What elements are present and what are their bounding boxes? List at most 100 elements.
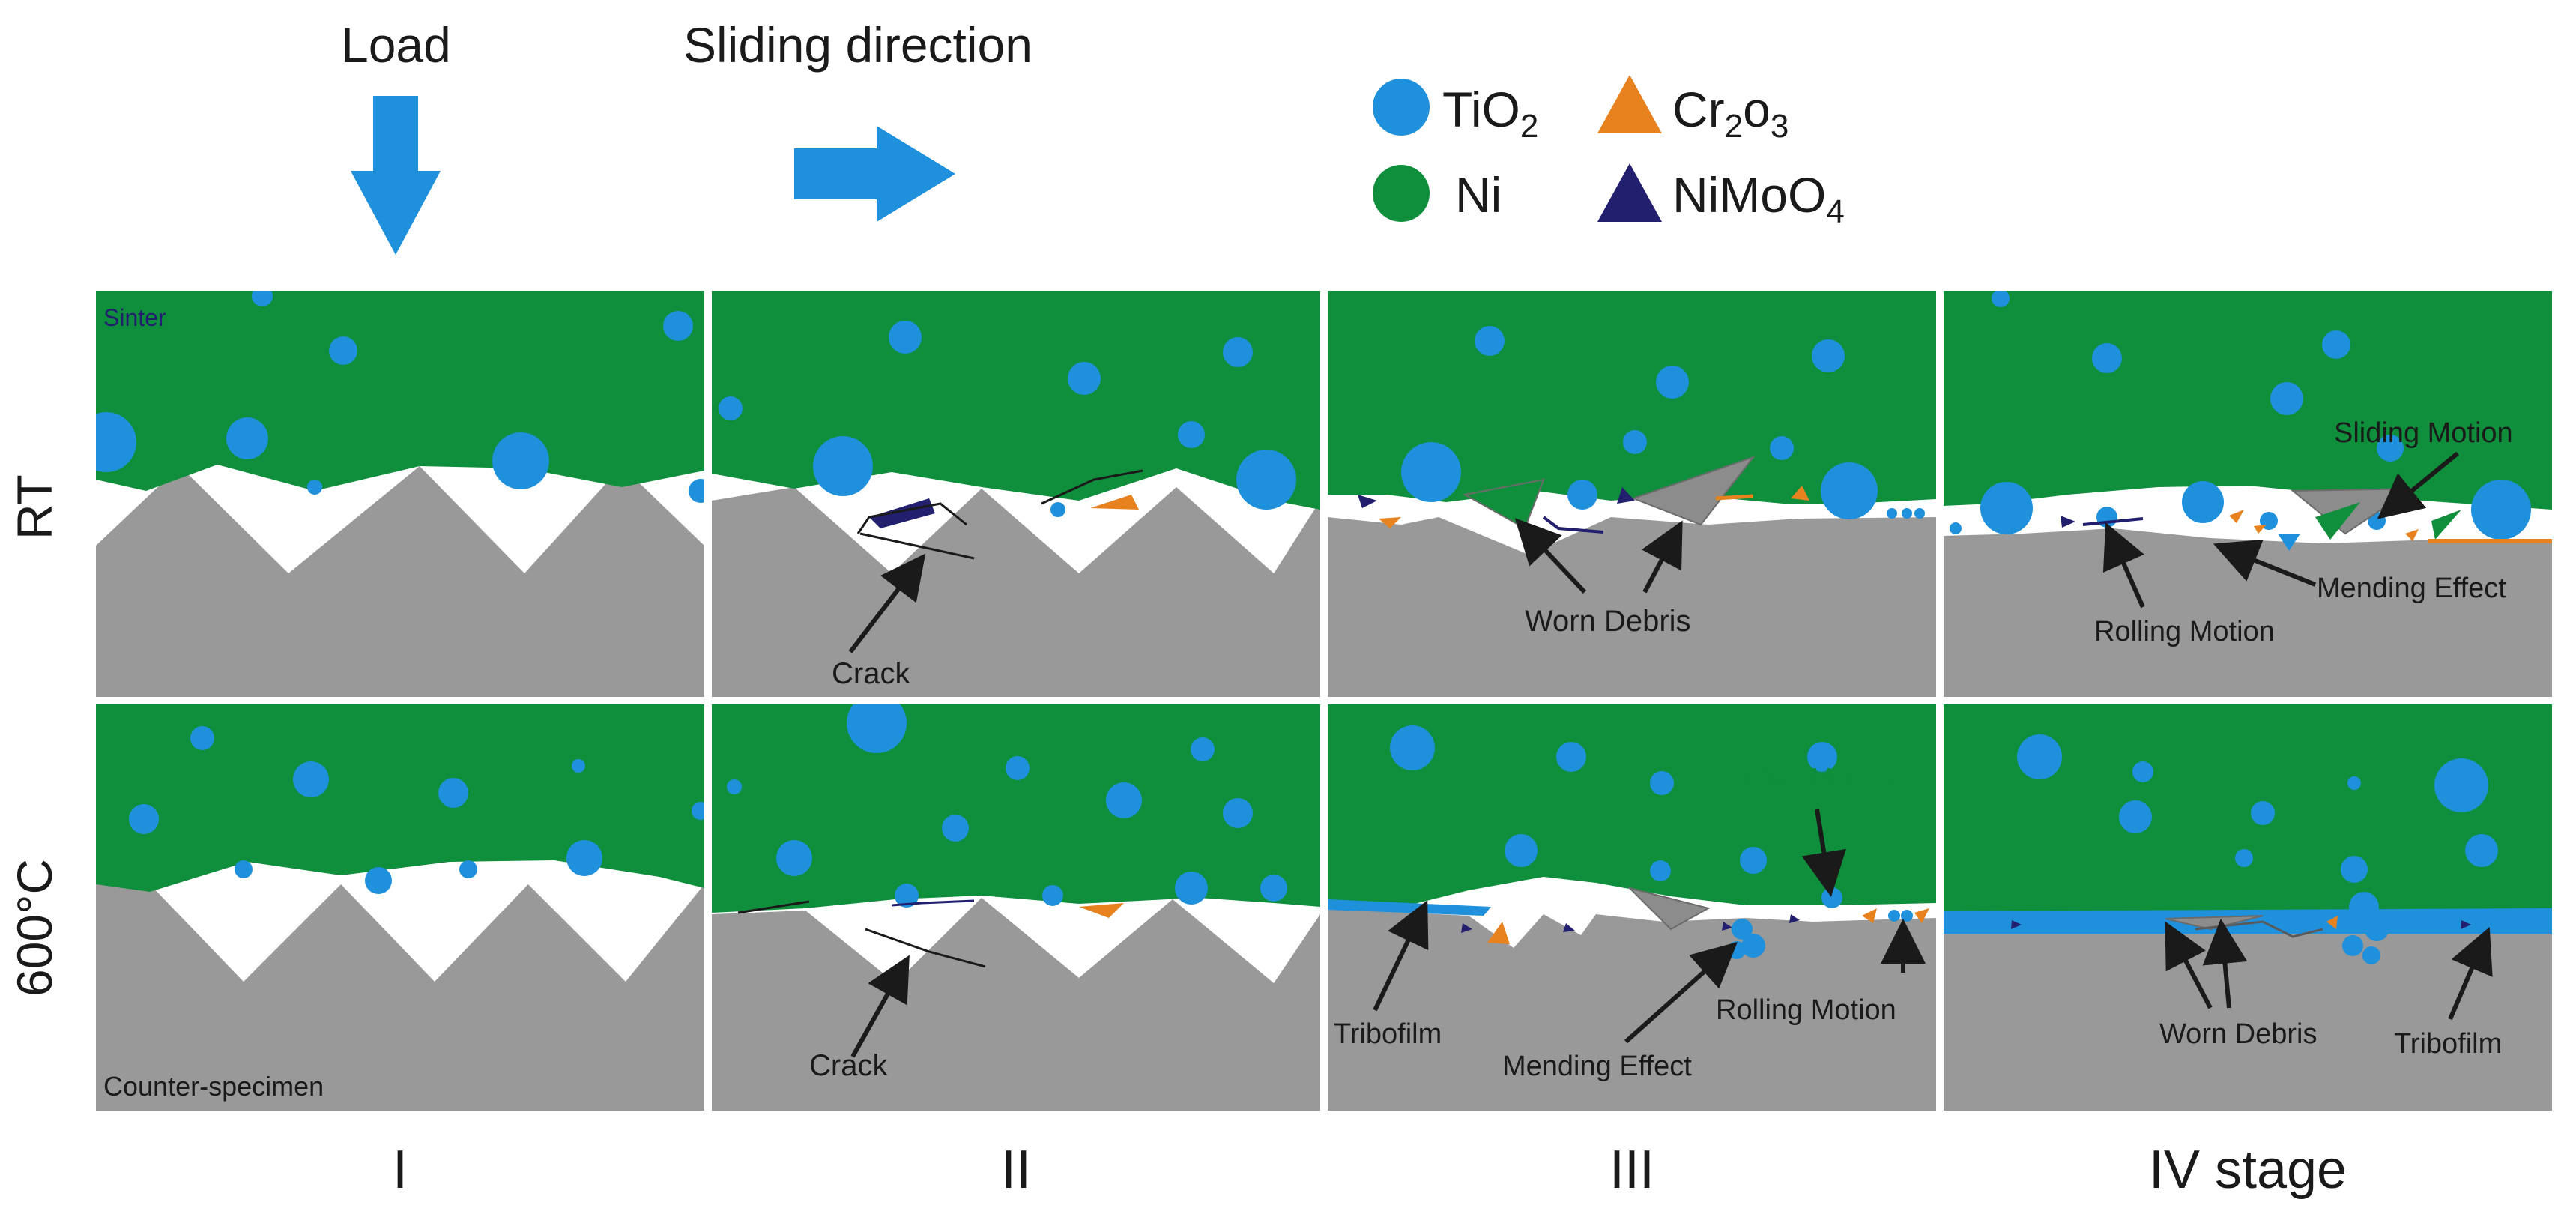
cr2o3-particle [2326, 916, 2338, 929]
crack-line [737, 900, 810, 914]
panel-600c-stage-4: Worn Debris Tribofilm [1944, 704, 2552, 1111]
nimoo4-particle [1789, 914, 1800, 923]
worn-debris-gray [1631, 455, 1756, 526]
tio2-particles [1401, 326, 1925, 519]
rolling-motion-annotation: Rolling Motion [2094, 616, 2275, 647]
stage-label-1: I [392, 1140, 408, 1200]
worn-debris-annotation: Worn Debris [2159, 1018, 2317, 1050]
tio2-particles [96, 291, 704, 503]
nimoo4-particle [869, 498, 935, 528]
legend-tio2-label: TiO2 [1442, 82, 1539, 145]
worn-debris-arrow [1514, 518, 1587, 594]
worn-debris-arrow [1642, 520, 1683, 594]
nimoo4-particle [1563, 923, 1575, 932]
tio2-particles [719, 321, 1296, 517]
crack-arrow [850, 955, 910, 1058]
cr2o3-particle [1914, 908, 1929, 923]
panel-rt-stage-4: Sliding Motion Mending Effect Rolling Mo… [1944, 291, 2552, 697]
tio2-fragment [2278, 534, 2300, 551]
nimoo4-particle [2061, 516, 2075, 528]
crack-line [859, 532, 975, 560]
worn-debris-ni [2315, 502, 2360, 540]
tribofilm-arrow [1373, 900, 1429, 1012]
worn-debris-annotation: Worn Debris [1525, 605, 1691, 638]
sliding-motion-arrow [1801, 809, 1846, 897]
sinter-layer [96, 291, 704, 491]
nimoo4-particle [1461, 923, 1472, 933]
sliding-motion-annotation: Sliding Motion [2334, 417, 2513, 449]
sinter-layer [1944, 291, 2552, 510]
mending-effect-arrow [2213, 539, 2317, 587]
crack-line [1041, 469, 1143, 505]
crack-line [891, 899, 975, 907]
sinter-label: Sinter [103, 304, 166, 331]
counter-specimen [96, 466, 704, 697]
sinter-layer [96, 704, 704, 892]
crack-annotation: Crack [809, 1049, 888, 1082]
cr2o3-film [1715, 494, 1754, 501]
crack-line [856, 502, 967, 534]
counter-specimen [1328, 517, 1936, 697]
sinter-layer [1328, 704, 1936, 905]
ni-legend-icon [1373, 165, 1430, 222]
panel-600c-stage-3: Sliding Motion Rolling Motion Mending Ef… [1328, 704, 1936, 1111]
cr2o3-legend-icon [1597, 75, 1662, 133]
panel-600c-stage-2: Crack [712, 704, 1320, 1111]
cr2o3-particle [1862, 908, 1877, 923]
counter-specimen [712, 898, 1320, 1111]
worn-debris-ni [2431, 510, 2461, 540]
sinter-layer [712, 291, 1320, 510]
stage-label-4: IV stage [2148, 1140, 2347, 1200]
tio2-particles [1390, 725, 1913, 959]
mending-effect-arrow [1624, 942, 1738, 1044]
counter-specimen [1328, 907, 1936, 1111]
panel-rt-stage-1: Sinter [96, 291, 704, 697]
cr2o3-particle [2254, 525, 2267, 534]
nimoo4-particle [1722, 922, 1732, 931]
legend-cr2o3-label: Cr2o3 [1672, 82, 1789, 145]
tribofilm-arrow [2448, 926, 2493, 1021]
cr2o3-particle [1090, 495, 1139, 510]
worn-debris-ni [1463, 478, 1545, 530]
sinter-layer [712, 704, 1320, 913]
tio2-legend-icon [1373, 79, 1430, 136]
cr2o3-particle [1079, 903, 1124, 918]
tio2-particles [2017, 734, 2498, 964]
tio2-particles [129, 726, 704, 894]
cr2o3-particle [1487, 922, 1510, 944]
crack-line [865, 928, 986, 968]
mending-effect-annotation: Mending Effect [2317, 573, 2506, 604]
counter-specimen [96, 884, 704, 1111]
sliding-direction-label: Sliding direction [683, 17, 1032, 73]
legend-symbols [1373, 75, 1662, 222]
cr2o3-particle [2405, 529, 2419, 541]
tribofilm-annotation: Tribofilm [1334, 1018, 1442, 1050]
nimoo4-particle [2011, 920, 2022, 929]
counter-specimen [1944, 931, 2552, 1111]
counter-specimen [1944, 528, 2552, 697]
panel-600c-stage-1: Counter-specimen [96, 704, 704, 1111]
header-arrows [351, 96, 955, 255]
sinter-layer [1944, 704, 2552, 914]
tribofilm [1944, 908, 2552, 934]
stage-label-2: II [1000, 1140, 1031, 1200]
rolling-motion-annotation: Rolling Motion [1716, 994, 1896, 1026]
worn-debris-arrow [2165, 921, 2213, 1009]
tribofilm-annotation: Tribofilm [2394, 1028, 2502, 1060]
nimoo4-legend-icon [1597, 163, 1662, 222]
worn-debris-gray [1627, 887, 1711, 931]
sliding-motion-annotation: Sliding Motion [1722, 762, 1891, 793]
nimoo4-particle [1617, 487, 1635, 504]
rolling-motion-arrow [2102, 522, 2145, 608]
counter-specimen [712, 487, 1320, 697]
stage-label-3: III [1609, 1140, 1654, 1200]
legend-ni-label: Ni [1455, 167, 1502, 223]
load-arrow-icon [351, 96, 441, 255]
mending-effect-annotation: Mending Effect [1502, 1051, 1692, 1082]
crack-annotation: Crack [832, 657, 910, 690]
panel-rt-stage-2: Crack [712, 291, 1320, 697]
nimoo4-film [2082, 517, 2144, 526]
counter-specimen-label: Counter-specimen [103, 1071, 324, 1102]
cr2o3-particle [1379, 517, 1401, 528]
